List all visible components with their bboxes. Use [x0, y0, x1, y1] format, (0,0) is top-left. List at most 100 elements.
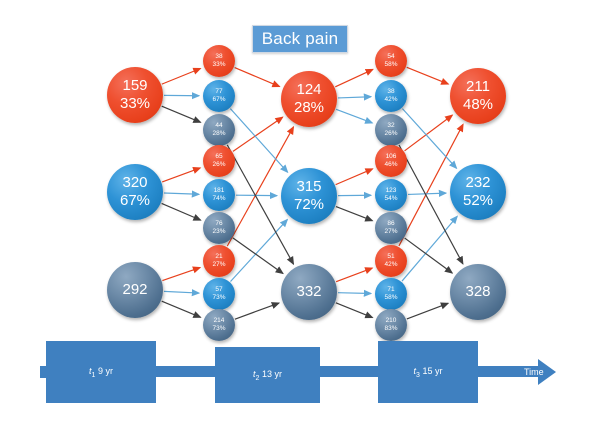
edge-k123-to-n232: [407, 189, 448, 197]
edge-k38-to-n232: [401, 108, 458, 170]
node-count: 71: [387, 285, 395, 293]
node-count: 123: [385, 186, 397, 194]
node-count: 57: [215, 285, 223, 293]
node-count: 106: [385, 152, 397, 160]
node-292[interactable]: 292: [107, 262, 163, 318]
timeline-stage-label: t2 13 yr: [253, 368, 282, 382]
node-count: 77: [215, 87, 223, 95]
node-count: 332: [296, 283, 322, 301]
node-percent: 52%: [462, 192, 494, 209]
node-332[interactable]: 332: [281, 264, 337, 320]
node-percent: 58%: [384, 60, 398, 68]
node-count: 328: [465, 283, 491, 301]
node-count: 38: [387, 87, 395, 95]
edge-n320-to-m181: [163, 190, 201, 198]
node-count: 44: [215, 121, 223, 129]
edge-n159-to-m38: [161, 67, 202, 85]
node-count: 51: [387, 252, 395, 260]
timeline-stage-label: t3 15 yr: [413, 365, 443, 379]
edge-n332-to-k51: [335, 267, 374, 283]
edge-m65-to-n124: [232, 116, 284, 152]
node-328[interactable]: 328: [450, 264, 506, 320]
node-count: 38: [215, 52, 223, 60]
node-percent: 42%: [384, 95, 398, 103]
node-percent: 33%: [119, 95, 151, 112]
node-percent: 42%: [384, 260, 398, 268]
edge-k106-to-n211: [404, 114, 454, 152]
timeline-stage-t2[interactable]: t2 13 yr: [215, 347, 320, 403]
edge-m214-to-n332: [234, 302, 281, 320]
node-percent: 83%: [384, 324, 398, 332]
edge-n320-to-m76: [161, 202, 202, 221]
node-count: 86: [387, 219, 395, 227]
edge-n292-to-m57: [163, 289, 201, 297]
timeline-stage-t1[interactable]: t1 9 yr: [46, 341, 156, 403]
timeline-stage-t3[interactable]: t3 15 yr: [378, 341, 478, 403]
timeline-stage-label: t1 9 yr: [89, 365, 113, 379]
node-percent: 28%: [293, 99, 325, 116]
edge-n315-to-k106: [335, 168, 374, 186]
node-percent: 67%: [212, 95, 226, 103]
node-percent: 27%: [212, 260, 226, 268]
node-percent: 23%: [212, 227, 226, 235]
node-count: 211: [466, 78, 490, 96]
node-percent: 48%: [462, 96, 494, 113]
node-count: 124: [296, 81, 322, 99]
edge-n124-to-k54: [335, 68, 374, 88]
edge-k210-to-n328: [406, 302, 450, 320]
node-count: 210: [385, 316, 397, 324]
node-percent: 73%: [212, 324, 226, 332]
edge-k71-to-n232: [401, 215, 459, 282]
edge-n124-to-k32: [335, 108, 374, 124]
node-count: 292: [122, 281, 148, 299]
page-title: Back pain: [252, 25, 348, 53]
edge-k86-to-n328: [404, 237, 454, 274]
edge-m77-to-n315: [229, 108, 289, 174]
node-percent: 58%: [384, 293, 398, 301]
node-percent: 46%: [384, 160, 398, 168]
timeline-arrow-icon: [538, 359, 556, 385]
edge-n320-to-m65: [161, 167, 202, 183]
node-percent: 74%: [212, 194, 226, 202]
edge-m57-to-n315: [230, 218, 289, 282]
edge-n292-to-m214: [161, 300, 202, 318]
node-count: 315: [296, 178, 322, 196]
timeline-axis-label: Time: [524, 367, 544, 377]
node-percent: 54%: [384, 194, 398, 202]
edge-n292-to-m21: [162, 266, 202, 282]
edge-n332-to-k210: [335, 302, 374, 319]
node-count: 159: [122, 77, 148, 95]
page-title-label: Back pain: [261, 29, 339, 48]
edge-n159-to-m44: [161, 105, 202, 123]
edge-n124-to-k38: [337, 93, 373, 101]
node-percent: 67%: [119, 192, 151, 209]
node-count: 181: [213, 186, 225, 194]
node-count: 32: [387, 121, 395, 129]
edge-k54-to-n211: [406, 66, 450, 85]
